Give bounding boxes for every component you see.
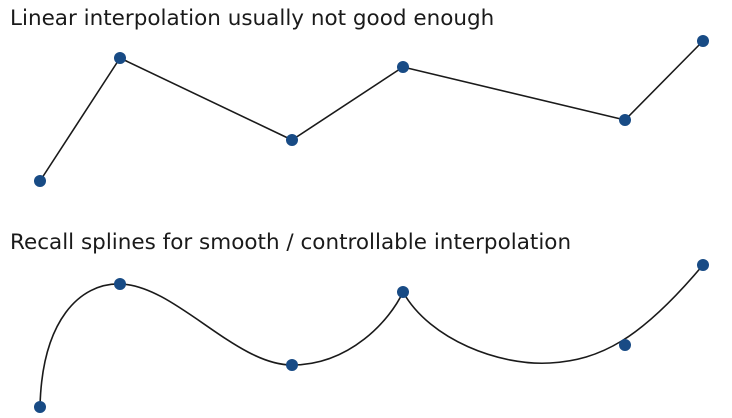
linear-interpolation-plot (34, 35, 709, 187)
linear-polyline (39, 40, 704, 182)
spline-control-point (286, 359, 298, 371)
spline-interpolation-plot (34, 259, 709, 413)
linear-control-point (114, 52, 126, 64)
spline-curve (39, 264, 704, 408)
spline-control-point (34, 401, 46, 413)
linear-control-point (34, 175, 46, 187)
spline-control-point (697, 259, 709, 271)
spline-control-point (114, 278, 126, 290)
spline-control-point (619, 339, 631, 351)
spline-control-point (397, 286, 409, 298)
linear-control-point (619, 114, 631, 126)
spline-interpolation-caption: Recall splines for smooth / controllable… (10, 230, 572, 255)
linear-control-point (286, 134, 298, 146)
linear-interpolation-caption: Linear interpolation usually not good en… (10, 6, 495, 31)
linear-control-point (697, 35, 709, 47)
linear-control-point (397, 61, 409, 73)
